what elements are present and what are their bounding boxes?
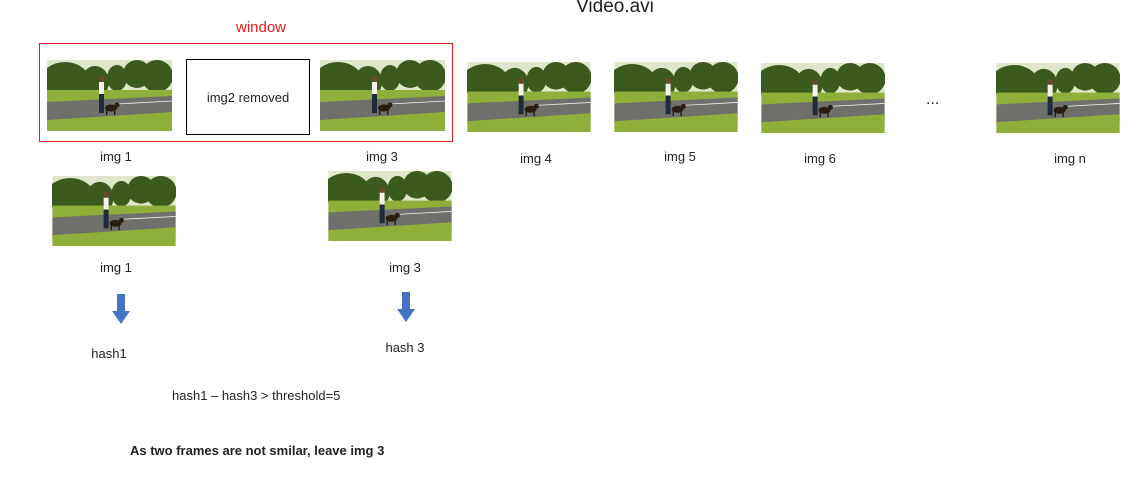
- frame-img4-thumbnail: [467, 62, 591, 132]
- removed-frame-box: img2 removed: [186, 59, 310, 135]
- down-arrow-icon: [397, 292, 415, 322]
- hash1-label: hash1: [91, 346, 127, 361]
- frame-img3-thumbnail: [320, 60, 445, 131]
- threshold-equation: hash1 – hash3 > threshold=5: [172, 388, 341, 403]
- more-frames-ellipsis: ...: [926, 91, 940, 108]
- compare-img1-thumbnail: [52, 176, 176, 246]
- hash3-label: hash 3: [385, 340, 425, 355]
- frame-imgn-thumbnail: [996, 63, 1120, 133]
- label-img6: img 6: [804, 151, 836, 166]
- label-img4: img 4: [520, 151, 552, 166]
- frame-img1-thumbnail: [47, 60, 172, 131]
- sliding-window-box: [39, 43, 453, 142]
- label-img1: img 1: [100, 149, 132, 164]
- compare-label-img1: img 1: [100, 260, 132, 275]
- video-title: Video.avi: [576, 0, 654, 17]
- compare-img3-thumbnail: [328, 171, 452, 241]
- label-imgn: img n: [1054, 151, 1086, 166]
- down-arrow-icon: [112, 294, 130, 324]
- conclusion-text: As two frames are not smilar, leave img …: [130, 443, 385, 458]
- frame-img5-thumbnail: [614, 62, 738, 132]
- label-img3: img 3: [366, 149, 398, 164]
- frame-img6-thumbnail: [761, 63, 885, 133]
- label-img5: img 5: [664, 149, 696, 164]
- removed-frame-text: img2 removed: [206, 89, 290, 105]
- window-label: window: [235, 19, 287, 36]
- compare-label-img3: img 3: [389, 260, 421, 275]
